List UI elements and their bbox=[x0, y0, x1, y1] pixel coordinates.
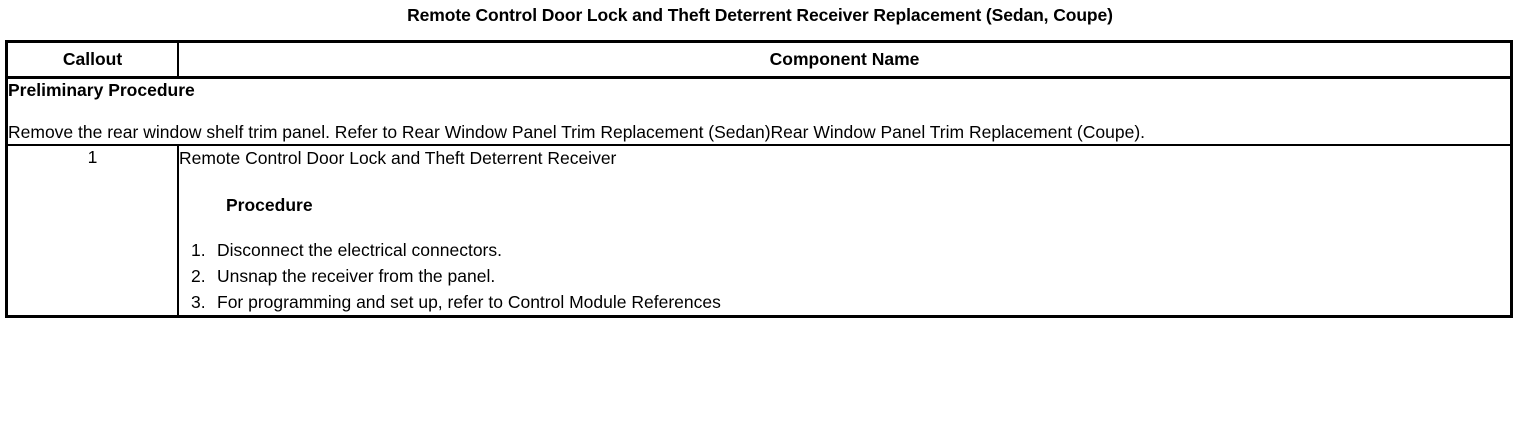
step-text: For programming and set up, refer to Con… bbox=[217, 292, 721, 312]
step-text: Unsnap the receiver from the panel. bbox=[217, 266, 496, 286]
preliminary-procedure-body: Remove the rear window shelf trim panel.… bbox=[8, 122, 1146, 142]
list-item: 3. For programming and set up, refer to … bbox=[179, 289, 1510, 315]
preliminary-procedure-cell: Preliminary Procedure Remove the rear wi… bbox=[8, 77, 1510, 146]
step-number: 3. bbox=[191, 292, 206, 312]
preliminary-procedure-row: Preliminary Procedure Remove the rear wi… bbox=[8, 77, 1510, 146]
procedure-subheading: Procedure bbox=[226, 195, 313, 215]
list-item: 1. Disconnect the electrical connectors. bbox=[179, 237, 1510, 263]
page-title: Remote Control Door Lock and Theft Deter… bbox=[407, 5, 1113, 25]
step-number: 1. bbox=[191, 240, 206, 260]
list-item: 2. Unsnap the receiver from the panel. bbox=[179, 263, 1510, 289]
column-header-callout: Callout bbox=[8, 43, 179, 79]
table-row: 1 Remote Control Door Lock and Theft Det… bbox=[8, 145, 1510, 315]
component-callout-table: Callout Component Name Preliminary Proce… bbox=[5, 40, 1513, 318]
procedure-step-list: 1. Disconnect the electrical connectors.… bbox=[179, 237, 1510, 315]
preliminary-procedure-heading: Preliminary Procedure bbox=[8, 80, 195, 100]
component-detail-cell: Remote Control Door Lock and Theft Deter… bbox=[178, 145, 1510, 315]
callout-number: 1 bbox=[8, 145, 179, 315]
step-number: 2. bbox=[191, 266, 206, 286]
component-name-text: Remote Control Door Lock and Theft Deter… bbox=[179, 148, 617, 168]
table-header-row: Callout Component Name bbox=[8, 43, 1510, 79]
step-text: Disconnect the electrical connectors. bbox=[217, 240, 502, 260]
column-header-component-name: Component Name bbox=[178, 43, 1510, 79]
